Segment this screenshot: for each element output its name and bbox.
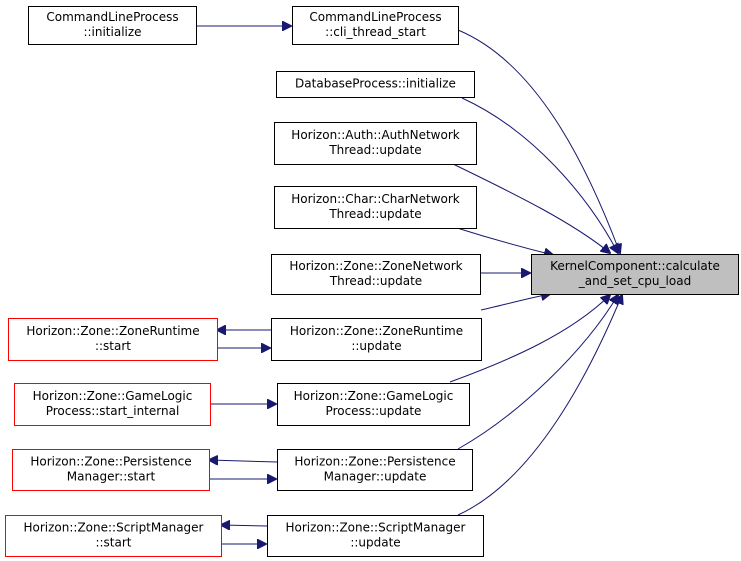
node-box: [28, 6, 197, 45]
node-label-line: ::cli_thread_start: [325, 25, 426, 39]
node-label-line: Horizon::Zone::ScriptManager: [285, 521, 465, 535]
node-label-line: Horizon::Zone::ZoneNetwork: [289, 259, 462, 273]
edge-n5-to-n7: [456, 227, 553, 255]
node-box: [276, 71, 475, 98]
node-box: [277, 449, 473, 491]
function-node[interactable]: Horizon::Zone::GameLogicProcess::start_i…: [14, 383, 211, 426]
function-node[interactable]: Horizon::Zone::ZoneRuntime::update: [271, 318, 482, 361]
edge-n15-to-n14: [221, 525, 268, 526]
node-label-line: Thread::update: [329, 274, 422, 288]
node-box: [274, 186, 477, 229]
node-label-line: Manager::update: [324, 470, 427, 484]
edge-n2-to-n7: [457, 29, 620, 253]
node-label-line: ::start: [95, 339, 131, 353]
edges: [197, 26, 622, 544]
function-node[interactable]: CommandLineProcess::initialize: [28, 6, 197, 45]
edge-n4-to-n7: [452, 163, 610, 253]
node-box: [271, 318, 482, 361]
node-label-line: Horizon::Char::CharNetwork: [291, 192, 460, 206]
node-label-line: Manager::start: [67, 470, 156, 484]
function-node[interactable]: CommandLineProcess::cli_thread_start: [292, 6, 459, 45]
node-label-line: ::update: [351, 339, 401, 353]
node-label-line: Horizon::Zone::ZoneRuntime: [290, 324, 463, 338]
function-node[interactable]: DatabaseProcess::initialize: [276, 71, 475, 98]
node-box: [271, 254, 481, 295]
edge-n9-to-n7: [480, 294, 550, 311]
function-node[interactable]: Horizon::Zone::ScriptManager::update: [267, 515, 484, 557]
node-box: [531, 254, 739, 295]
node-box: [14, 383, 211, 426]
node-label-line: Horizon::Zone::Persistence: [30, 455, 191, 469]
node-label-line: Horizon::Zone::GameLogic: [294, 389, 454, 403]
node-label-line: ::update: [350, 536, 400, 550]
node-label-line: ::start: [95, 536, 131, 550]
node-label-line: Horizon::Zone::GameLogic: [33, 389, 193, 403]
node-label-line: Horizon::Zone::Persistence: [294, 455, 455, 469]
node-label-line: CommandLineProcess: [309, 10, 441, 24]
edge-n3-to-n7: [461, 97, 618, 253]
node-label-line: Thread::update: [328, 143, 421, 157]
function-node[interactable]: Horizon::Zone::PersistenceManager::updat…: [277, 449, 473, 491]
node-label-line: Horizon::Auth::AuthNetwork: [291, 128, 459, 142]
edge-n15-to-n7: [457, 295, 622, 516]
node-label-line: Thread::update: [328, 207, 421, 221]
node-label-line: DatabaseProcess::initialize: [295, 77, 456, 91]
focus-node: KernelComponent::calculate_and_set_cpu_l…: [531, 254, 739, 295]
node-box: [8, 318, 218, 361]
nodes: CommandLineProcess::initializeCommandLin…: [5, 6, 739, 557]
node-box: [267, 515, 484, 557]
node-box: [274, 122, 477, 165]
node-label-line: KernelComponent::calculate: [550, 259, 720, 273]
function-node[interactable]: Horizon::Zone::ZoneRuntime::start: [8, 318, 218, 361]
node-label-line: Horizon::Zone::ZoneRuntime: [26, 324, 199, 338]
function-node[interactable]: Horizon::Zone::ScriptManager::start: [5, 515, 222, 557]
node-label-line: _and_set_cpu_load: [578, 274, 691, 288]
node-label-line: ::initialize: [83, 25, 141, 39]
node-box: [277, 383, 470, 426]
edge-n11-to-n7: [449, 295, 610, 383]
node-label-line: Horizon::Zone::ScriptManager: [23, 521, 203, 535]
edge-n13-to-n7: [457, 295, 618, 450]
node-label-line: Process::update: [326, 404, 422, 418]
node-label-line: CommandLineProcess: [46, 10, 178, 24]
node-box: [12, 449, 210, 491]
node-label-line: Process::start_internal: [46, 404, 180, 418]
edge-n13-to-n12: [209, 460, 278, 462]
node-box: [292, 6, 459, 45]
node-box: [5, 515, 222, 557]
